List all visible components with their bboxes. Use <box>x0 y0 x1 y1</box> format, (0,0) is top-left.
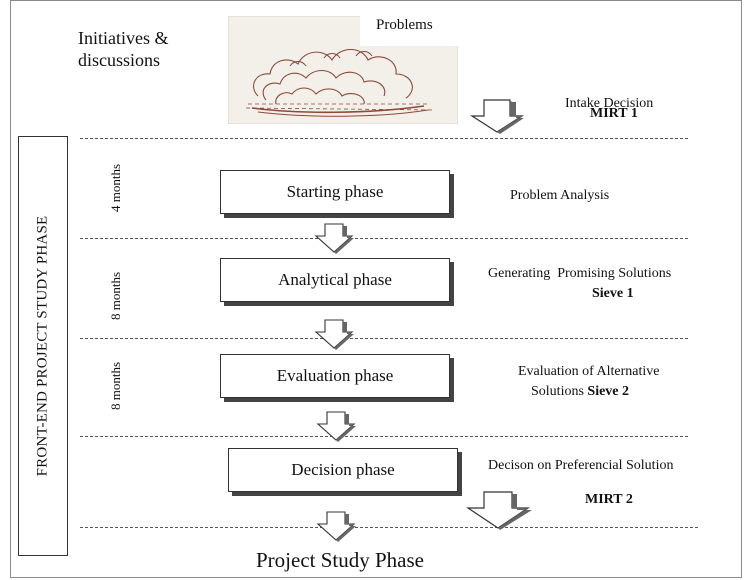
decision-preferential-solution-label: Decison on Preferencial Solution <box>488 458 674 473</box>
duration-1: 4 months <box>108 163 124 213</box>
sieve2-label: Sieve 2 <box>587 384 630 399</box>
mirt2-label: MIRT 2 <box>585 492 633 507</box>
initiatives-label: Initiatives & discussions <box>78 28 168 71</box>
intake-decision-label: Intake Decision <box>565 96 654 111</box>
duration-2: 8 months <box>108 271 124 321</box>
intake-arrow <box>469 99 525 134</box>
problem-analysis-label: Problem Analysis <box>510 188 610 203</box>
duration-3: 8 months <box>108 361 124 411</box>
problems-cloud-illustration <box>228 16 458 124</box>
mirt1-label: MIRT 1 <box>590 106 638 121</box>
decision-phase-label: Decision phase <box>291 460 395 479</box>
analytical-phase-box: Analytical phase <box>220 258 450 302</box>
evaluation-phase-label: Evaluation phase <box>276 366 394 385</box>
down-arrow-1 <box>314 223 354 254</box>
side-label-text: FRONT-END PROJECT STUDY PHASE <box>34 215 51 477</box>
initiatives-line-2: discussions <box>78 49 161 70</box>
front-end-study-phase-label: FRONT-END PROJECT STUDY PHASE <box>18 136 68 556</box>
dashed-separator-1 <box>80 138 688 139</box>
dashed-separator-3 <box>80 338 688 339</box>
dashed-separator-4 <box>80 436 688 437</box>
evaluation-alternatives-line-2: Solutions Sieve 2 <box>531 384 629 401</box>
analytical-phase-label: Analytical phase <box>278 270 392 289</box>
problems-label: Problems <box>376 17 433 33</box>
down-arrow-3 <box>316 411 356 442</box>
mirt2-arrow <box>466 491 532 530</box>
decision-phase-box: Decision phase <box>228 448 458 492</box>
sieve1-label: Sieve 1 <box>592 286 634 301</box>
starting-phase-label: Starting phase <box>286 182 384 201</box>
project-study-phase-label: Project Study Phase <box>256 548 424 572</box>
initiatives-line-1: Initiatives & <box>78 28 169 48</box>
evaluation-alternatives-line-1: Evaluation of Alternative <box>518 364 660 379</box>
down-arrow-2 <box>314 319 354 350</box>
down-arrow-4 <box>316 511 356 542</box>
dashed-separator-2 <box>80 238 688 239</box>
starting-phase-box: Starting phase <box>220 170 450 214</box>
generating-solutions-label: Generating Promising Solutions <box>488 266 672 281</box>
outer-frame <box>10 0 742 578</box>
solutions-text: Solutions <box>531 384 584 399</box>
dashed-separator-5 <box>80 527 698 528</box>
evaluation-phase-box: Evaluation phase <box>220 354 450 398</box>
